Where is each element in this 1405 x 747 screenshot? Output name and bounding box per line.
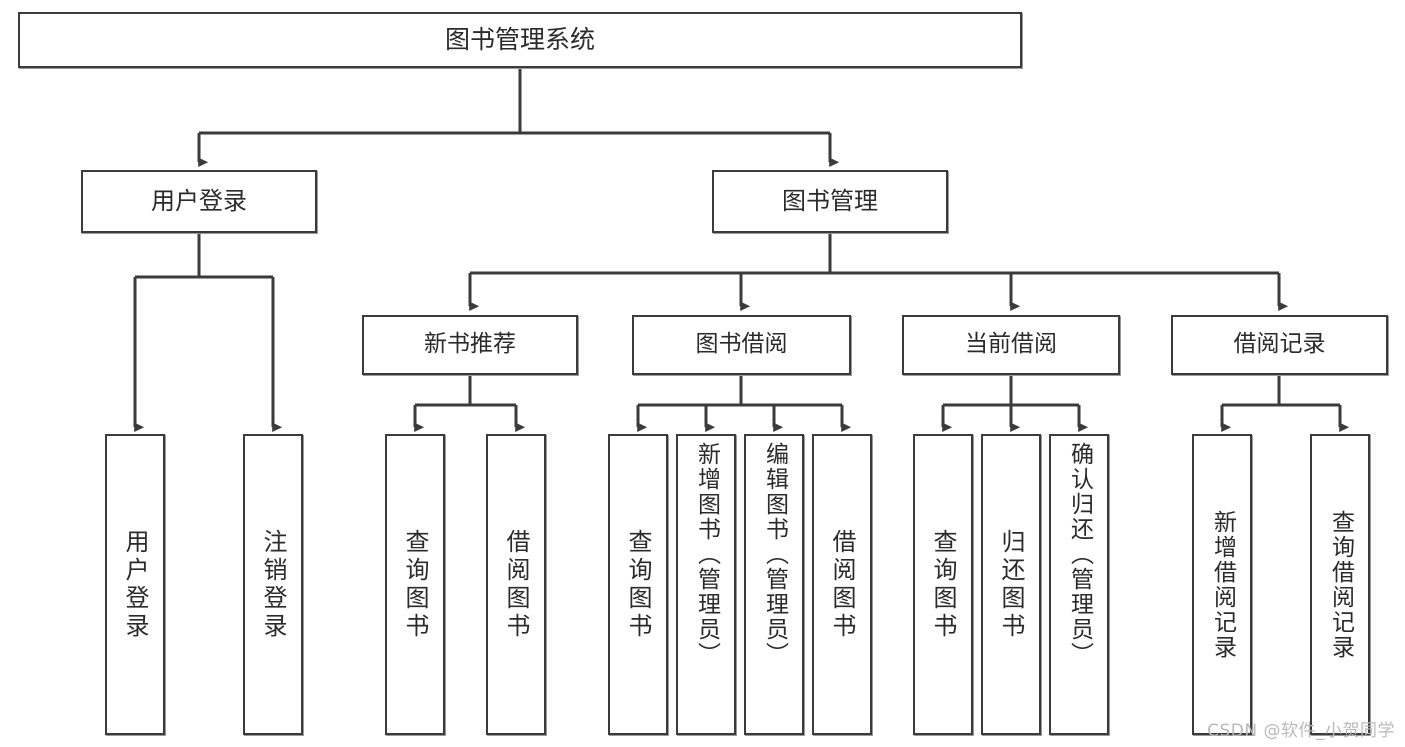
node-leaf-add-borrow-record[interactable]: 新增借阅记录: [1192, 434, 1252, 735]
node-new-book-recommend[interactable]: 新书推荐: [362, 315, 578, 375]
node-leaf-query-book-current[interactable]: 查询图书: [913, 434, 973, 735]
node-book-management[interactable]: 图书管理: [712, 170, 948, 233]
node-leaf-borrow-book[interactable]: 借阅图书: [812, 434, 872, 735]
node-current-borrow[interactable]: 当前借阅: [902, 315, 1120, 375]
node-leaf-borrow-book-recommend-label: 借阅图书: [502, 528, 530, 641]
csdn-watermark: CSDN @软件_小贺同学: [1207, 721, 1395, 741]
node-leaf-return-book-label: 归还图书: [997, 528, 1025, 641]
node-leaf-user-login[interactable]: 用户登录: [105, 434, 165, 735]
node-leaf-confirm-return[interactable]: 确认归还（管理员）: [1049, 434, 1109, 735]
node-leaf-query-book-current-label: 查询图书: [929, 528, 957, 641]
node-leaf-confirm-return-label: 确认归还（管理员）: [1066, 442, 1093, 667]
node-leaf-query-borrow-record[interactable]: 查询借阅记录: [1310, 434, 1370, 735]
node-leaf-borrow-book-label: 借阅图书: [828, 528, 856, 641]
node-leaf-add-book[interactable]: 新增图书（管理员）: [676, 434, 736, 735]
node-leaf-logout[interactable]: 注销登录: [243, 434, 303, 735]
node-book-borrow-label: 图书借阅: [695, 331, 788, 358]
node-leaf-logout-label: 注销登录: [259, 528, 287, 641]
node-leaf-borrow-book-recommend[interactable]: 借阅图书: [486, 434, 546, 735]
node-leaf-add-book-label: 新增图书（管理员）: [693, 442, 720, 667]
node-new-book-recommend-label: 新书推荐: [424, 331, 516, 358]
node-leaf-query-book-borrow[interactable]: 查询图书: [608, 434, 668, 735]
node-leaf-query-borrow-record-label: 查询借阅记录: [1327, 509, 1354, 660]
node-leaf-edit-book-label: 编辑图书（管理员）: [761, 442, 788, 667]
node-leaf-query-book-recommend[interactable]: 查询图书: [385, 434, 445, 735]
node-book-management-label: 图书管理: [782, 187, 878, 216]
node-book-borrow[interactable]: 图书借阅: [632, 315, 851, 375]
node-root-label: 图书管理系统: [444, 25, 595, 54]
node-leaf-user-login-label: 用户登录: [121, 528, 149, 641]
node-user-login[interactable]: 用户登录: [81, 170, 317, 233]
node-leaf-query-book-recommend-label: 查询图书: [401, 528, 429, 641]
node-leaf-query-book-borrow-label: 查询图书: [624, 528, 652, 641]
node-borrow-record[interactable]: 借阅记录: [1171, 315, 1388, 375]
node-leaf-add-borrow-record-label: 新增借阅记录: [1209, 509, 1236, 660]
node-borrow-record-label: 借阅记录: [1233, 331, 1326, 358]
node-leaf-edit-book[interactable]: 编辑图书（管理员）: [744, 434, 804, 735]
node-leaf-return-book[interactable]: 归还图书: [981, 434, 1041, 735]
node-current-borrow-label: 当前借阅: [965, 331, 1057, 358]
node-user-login-label: 用户登录: [151, 187, 247, 216]
node-root-book-management-system[interactable]: 图书管理系统: [18, 12, 1022, 68]
